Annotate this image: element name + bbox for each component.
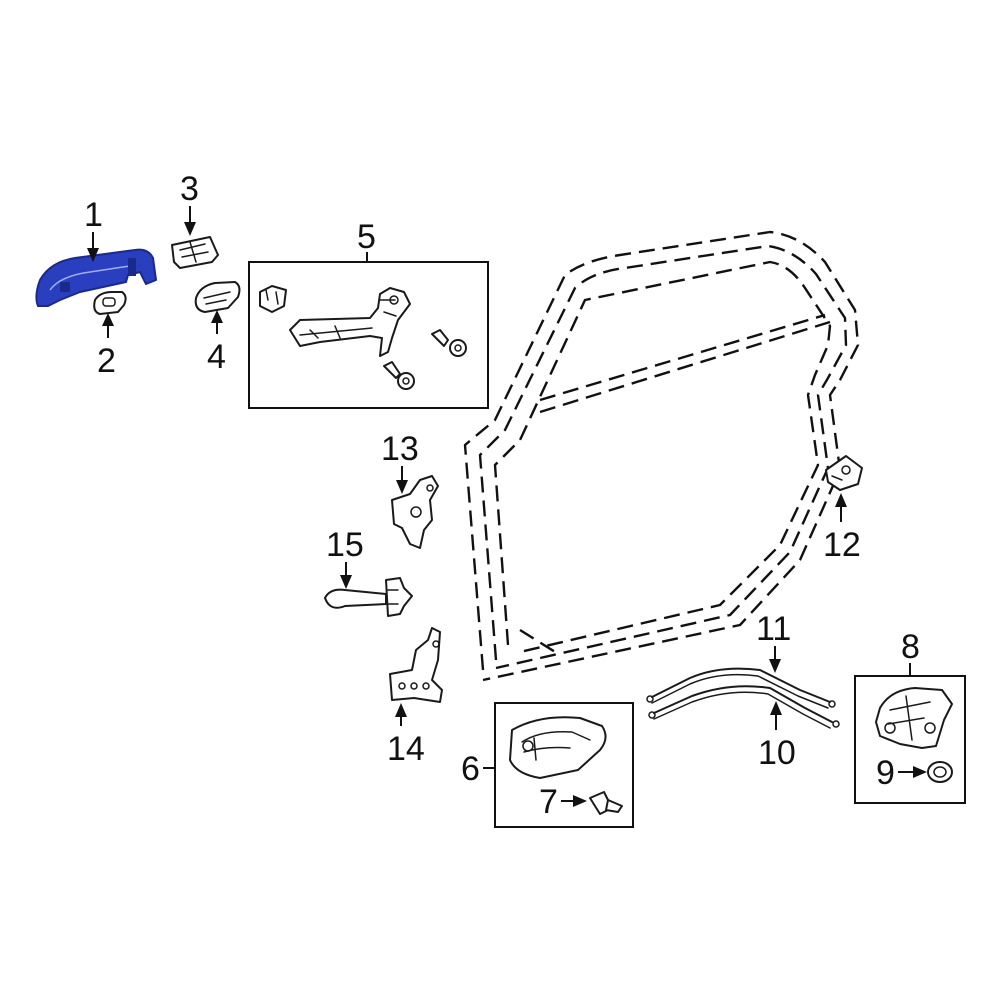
callout-12-label: 12 <box>823 526 861 564</box>
callout-3-label: 3 <box>180 170 199 208</box>
callout-1-label: 1 <box>84 196 103 234</box>
callout-15-label: 15 <box>326 526 364 564</box>
inside-handle[interactable] <box>509 716 607 779</box>
callout-13: 13 <box>381 430 419 494</box>
callout-11-label: 11 <box>756 610 791 648</box>
callout-5: 5 <box>357 218 376 262</box>
callout-15: 15 <box>326 526 364 589</box>
lock-grommet[interactable] <box>927 761 953 783</box>
callout-11: 11 <box>756 610 791 673</box>
callout-14-label: 14 <box>387 730 425 768</box>
door-check[interactable] <box>324 577 413 617</box>
handle-pad[interactable] <box>93 291 127 315</box>
outer-door-handle[interactable] <box>35 248 157 307</box>
callout-6-label: 6 <box>461 750 480 788</box>
callout-7: 7 <box>539 783 587 821</box>
callout-4-label: 4 <box>207 338 226 376</box>
lower-hinge[interactable] <box>389 627 443 703</box>
callout-8-label: 8 <box>901 628 920 666</box>
callout-7-label: 7 <box>539 783 558 821</box>
frame-kit-box <box>248 261 489 409</box>
callout-12: 12 <box>823 493 861 564</box>
callout-8: 8 <box>901 628 920 676</box>
callout-1: 1 <box>84 196 103 262</box>
callout-9: 9 <box>876 754 927 792</box>
inside-handle-screw[interactable] <box>589 791 623 815</box>
frame-screw[interactable] <box>383 361 415 390</box>
handle-gasket[interactable] <box>194 281 241 313</box>
callout-9-label: 9 <box>876 754 895 792</box>
callout-13-label: 13 <box>381 430 419 468</box>
callout-2: 2 <box>97 313 116 380</box>
callout-2-label: 2 <box>97 342 116 380</box>
release-cable[interactable] <box>648 685 840 729</box>
callout-10-label: 10 <box>758 734 796 772</box>
callout-6: 6 <box>461 750 495 788</box>
door-outline <box>463 230 860 682</box>
upper-hinge[interactable] <box>391 475 439 549</box>
lock-assembly[interactable] <box>875 687 953 749</box>
striker[interactable] <box>825 455 863 491</box>
callout-10: 10 <box>758 701 796 772</box>
frame-bolt[interactable] <box>431 329 467 357</box>
handle-cap[interactable] <box>171 236 219 269</box>
callout-4: 4 <box>207 310 226 376</box>
callout-5-label: 5 <box>357 218 376 256</box>
callout-14: 14 <box>387 703 425 768</box>
handle-frame-assembly[interactable] <box>259 285 411 357</box>
inside-handle-box <box>494 702 634 828</box>
callout-3: 3 <box>180 170 199 236</box>
